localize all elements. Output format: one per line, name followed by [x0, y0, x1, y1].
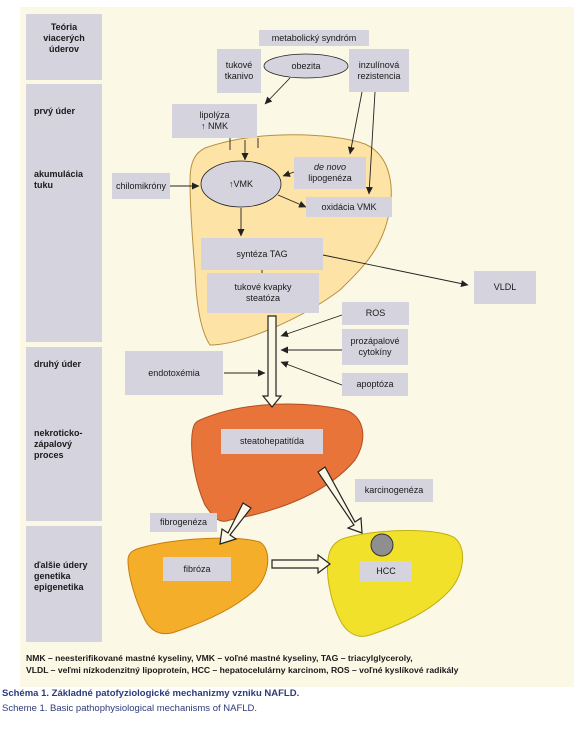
endotoxemia-box: endotoxémia [125, 351, 223, 395]
tumor-nodule [370, 533, 394, 557]
obesity-label: obezita [291, 61, 321, 71]
vmk-label: ↑VMK [228, 179, 253, 189]
chylomicrons-box: chilomikróny [112, 173, 170, 199]
column-further: ďalšie údery genetika epigenetika [26, 526, 102, 642]
lipolysis-box: lipolýza↑ NMK [172, 104, 257, 138]
column-second-hit-label: druhý úder [34, 359, 82, 369]
column-first-hit: prvý úder akumulácia tuku [26, 84, 102, 342]
caption-subtitle: Scheme 1. Basic pathophysiological mecha… [2, 703, 258, 714]
fa-oxidation-box: oxidácia VMK [306, 197, 392, 217]
fibrogenesis-box: fibrogenéza [150, 513, 217, 532]
legend-line-2: VLDL – veľmi nízkodenzitný lipoproteín, … [26, 665, 459, 675]
steatohepatitis-box: steatohepatitída [221, 429, 323, 454]
hcc-box: HCC [360, 561, 412, 582]
double-arrow-hcc [317, 466, 363, 534]
metabolic-syndrome-box: metabolický syndróm [259, 30, 369, 46]
column-accumulation-label: akumulácia tuku [34, 169, 84, 190]
insulin-resistance-box: inzulínová rezistencia [349, 49, 409, 92]
caption-title: Schéma 1. Základné patofyziologické mech… [2, 688, 300, 699]
fibrosis-box: fibróza [163, 557, 231, 581]
carcinogenesis-box: karcinogenéza [355, 479, 433, 502]
liver-hcc [327, 530, 464, 637]
column-first-hit-label: prvý úder [34, 106, 76, 116]
double-arrow-horizontal [271, 553, 331, 575]
apoptosis-box: apoptóza [342, 373, 408, 396]
column-necro-label: nekroticko-zápalový proces [34, 428, 83, 460]
vmk-ellipse [200, 160, 282, 208]
diagram-background [20, 7, 574, 687]
liver-steatohepatitis [191, 403, 364, 522]
double-arrow-fibrosis [219, 502, 252, 545]
legend-line-1: NMK – neesterifikované mastné kyseliny, … [26, 653, 413, 663]
legend: NMK – neesterifikované mastné kyseliny, … [26, 652, 566, 676]
column-second-hit: druhý úder nekroticko-zápalový proces [26, 347, 102, 521]
adipose-tissue-box: tukové tkanivo [217, 49, 261, 93]
column-theory: Teória viacerých úderov [26, 14, 102, 80]
obesity-ellipse [263, 53, 349, 79]
liver-fibrosis [127, 537, 269, 635]
tag-synthesis-box: syntéza TAG [201, 238, 323, 270]
double-arrow-main [261, 315, 283, 408]
vldl-box: VLDL [474, 271, 536, 304]
ros-box: ROS [342, 302, 409, 325]
